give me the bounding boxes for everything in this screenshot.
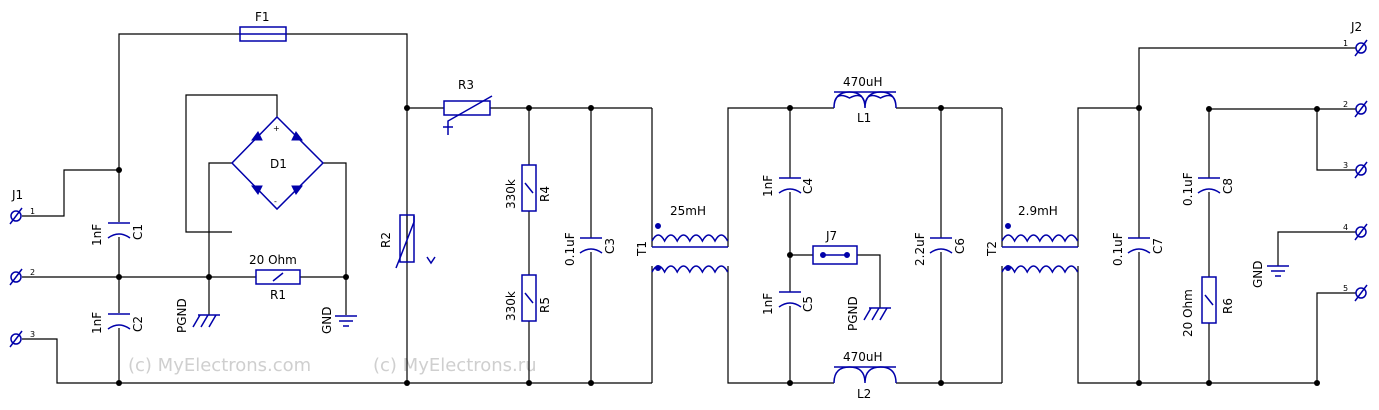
transformer-t2: 2.9mH T2 (985, 204, 1079, 274)
l2-value: 470uH (843, 350, 883, 364)
capacitor-c1: 1nF C1 (90, 222, 145, 246)
l2-ref: L2 (857, 387, 871, 401)
pgnd-label-2: PGND (846, 296, 860, 331)
varistor-r2: R2 (379, 214, 436, 269)
c3-ref: C3 (603, 238, 617, 254)
watermark-com: (c) MyElectrons.com (128, 355, 311, 376)
c4-ref: C4 (801, 178, 815, 194)
j1-pin3: 3 (30, 330, 35, 339)
bridge-d1: D1 + - (230, 115, 325, 211)
j2-pin3: 3 (1343, 161, 1348, 170)
gnd-symbol-2: GND (1251, 260, 1289, 288)
r5-ref: R5 (538, 297, 552, 313)
capacitor-c3: 0.1uF C3 (563, 232, 617, 266)
capacitor-c8: 0.1uF C8 (1181, 172, 1235, 206)
j2-ref: J2 (1350, 20, 1362, 34)
fuse-f1: F1 (239, 10, 287, 42)
j7-ref: J7 (825, 229, 837, 243)
gnd-symbol-1: GND (320, 306, 357, 334)
c2-value: 1nF (90, 312, 104, 334)
t2-ref: T2 (985, 241, 999, 257)
diode-icon (251, 131, 303, 195)
connector-j2: J2 1 2 3 4 5 (1343, 20, 1368, 302)
jumper-j7: J7 (812, 229, 858, 265)
pgnd-symbol-1: PGND (175, 298, 220, 333)
t2-value: 2.9mH (1018, 204, 1058, 218)
j1-pin1: 1 (30, 207, 35, 216)
d1-plus: + (273, 124, 280, 133)
resistor-r5: 330k R5 (504, 274, 552, 322)
j1-ref: J1 (11, 188, 23, 202)
c6-value: 2.2uF (913, 232, 927, 266)
c5-ref: C5 (801, 296, 815, 312)
l1-ref: L1 (857, 111, 871, 125)
wires (22, 33, 1356, 384)
pgnd-label-1: PGND (175, 298, 189, 333)
resistor-r1: 20 Ohm R1 (249, 253, 301, 302)
pgnd-symbol-2: PGND (846, 296, 891, 331)
r5-value: 330k (504, 291, 518, 321)
c4-value: 1nF (761, 175, 775, 197)
capacitor-c5: 1nF C5 (761, 291, 815, 315)
capacitor-c4: 1nF C4 (761, 175, 815, 197)
c1-ref: C1 (131, 224, 145, 240)
c8-ref: C8 (1221, 178, 1235, 194)
resistor-r4: 330k R4 (504, 164, 552, 212)
r4-value: 330k (504, 179, 518, 209)
capacitor-c2: 1nF C2 (90, 312, 145, 334)
c3-value: 0.1uF (563, 232, 577, 266)
r1-value: 20 Ohm (249, 253, 297, 267)
terminal-icon (9, 207, 23, 348)
t1-ref: T1 (635, 241, 649, 257)
d1-minus: - (274, 197, 277, 206)
r6-ref: R6 (1221, 298, 1235, 314)
thermistor-r3: R3 (443, 78, 493, 135)
capacitor-c6: 2.2uF C6 (913, 232, 967, 266)
r2-ref: R2 (379, 232, 393, 248)
inductor-l2: 470uH L2 (833, 350, 897, 401)
d1-ref: D1 (270, 157, 287, 171)
terminal-icon (1354, 39, 1368, 302)
c7-value: 0.1uF (1111, 232, 1125, 266)
c6-ref: C6 (953, 238, 967, 254)
c2-ref: C2 (131, 316, 145, 332)
junction-dots (116, 105, 1320, 386)
gnd-label-2: GND (1251, 260, 1265, 288)
c7-ref: C7 (1151, 238, 1165, 254)
capacitor-c7: 0.1uF C7 (1111, 232, 1165, 266)
j2-pin5: 5 (1343, 284, 1348, 293)
resistor-r6: 20 Ohm R6 (1181, 276, 1235, 337)
inductor-l1: 470uH L1 (833, 75, 897, 125)
r4-ref: R4 (538, 186, 552, 202)
transformer-t1: 25mH T1 (635, 204, 729, 274)
j2-pin1: 1 (1343, 39, 1348, 48)
f1-ref: F1 (255, 10, 270, 24)
r6-value: 20 Ohm (1181, 289, 1195, 337)
watermark-ru: (c) MyElectrons.ru (373, 355, 537, 376)
j2-pin4: 4 (1343, 223, 1348, 232)
j2-pin2: 2 (1343, 100, 1348, 109)
l1-value: 470uH (843, 75, 883, 89)
t1-value: 25mH (670, 204, 706, 218)
c8-value: 0.1uF (1181, 172, 1195, 206)
connector-j1: J1 1 2 3 (9, 188, 35, 348)
gnd-label-1: GND (320, 306, 334, 334)
c1-value: 1nF (90, 224, 104, 246)
j1-pin2: 2 (30, 268, 35, 277)
r3-ref: R3 (458, 78, 474, 92)
c5-value: 1nF (761, 293, 775, 315)
r1-ref: R1 (270, 288, 286, 302)
